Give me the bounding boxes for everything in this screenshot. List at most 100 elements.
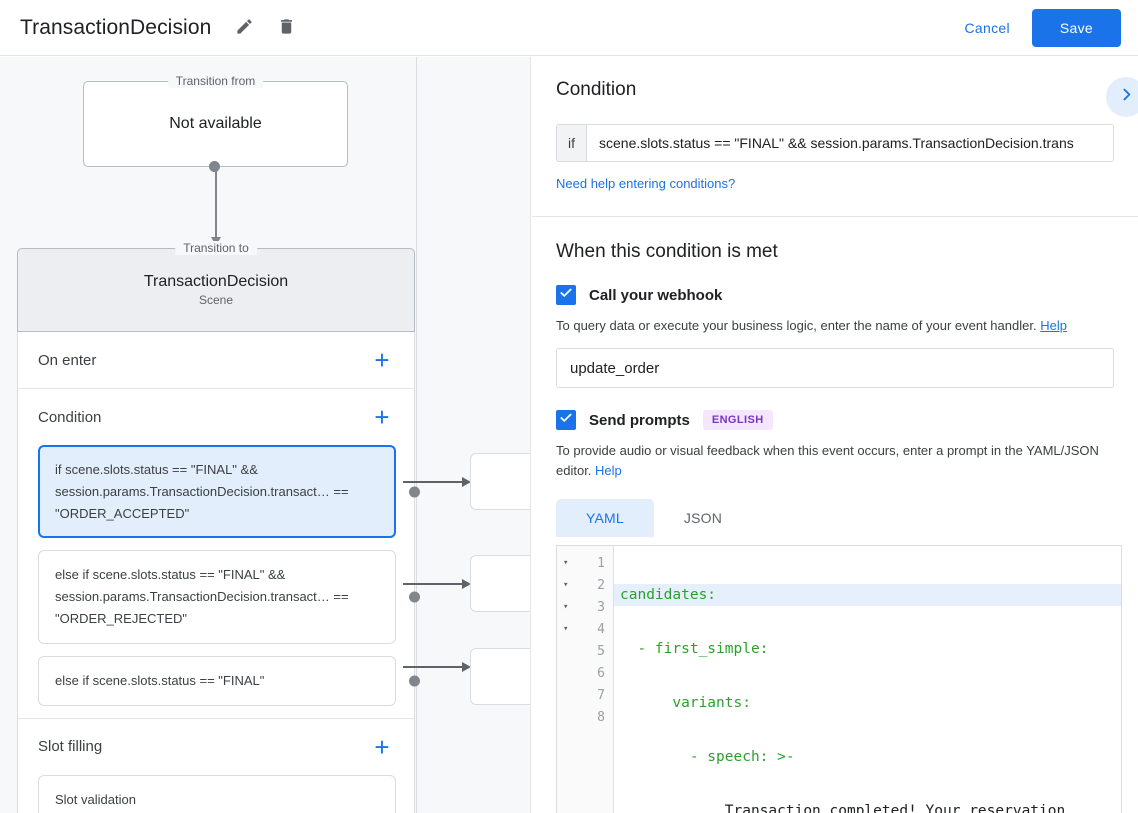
add-slot-filling-button[interactable]: + <box>374 731 390 762</box>
transition-source-dot <box>209 161 220 172</box>
when-condition-met-section: When this condition is met Call your web… <box>532 217 1138 813</box>
gutter-line: 8 <box>557 706 613 728</box>
fold-arrow-icon[interactable]: ▾ <box>563 558 569 569</box>
editor-format-tabs: YAML JSON <box>556 499 1114 538</box>
yaml-editor[interactable]: ▾1 ▾2 ▾3 ▾4 5 6 7 8 candidates: - first_… <box>556 545 1122 813</box>
condition-node-1[interactable]: if scene.slots.status == "FINAL" && sess… <box>38 445 420 539</box>
language-badge: ENGLISH <box>702 410 773 431</box>
need-help-link[interactable]: Need help entering conditions? <box>556 176 736 191</box>
transition-to-box[interactable]: Transition to TransactionDecision Scene <box>17 241 415 332</box>
section-divider-2 <box>18 717 414 719</box>
fold-arrow-icon[interactable]: ▾ <box>563 580 569 591</box>
save-button[interactable]: Save <box>1031 8 1121 47</box>
graph-column-divider <box>416 57 417 813</box>
webhook-handler-input[interactable] <box>556 348 1114 389</box>
editor-gutter: ▾1 ▾2 ▾3 ▾4 5 6 7 8 <box>557 546 614 813</box>
transition-from-box[interactable]: Transition from Not available <box>83 74 348 167</box>
gutter-line: ▾1 <box>557 552 613 574</box>
section-slot-filling-title: Slot filling <box>38 738 103 756</box>
scene-graph-panel: Transition from Not available Transition… <box>0 57 531 813</box>
transition-arrow-line <box>215 169 217 241</box>
call-webhook-checkbox[interactable] <box>556 285 576 305</box>
send-prompts-row: Send prompts ENGLISH <box>556 410 1114 431</box>
topbar-actions: Cancel Save <box>950 8 1121 47</box>
when-condition-met-heading: When this condition is met <box>556 241 778 262</box>
gutter-line: 5 <box>557 640 613 662</box>
fold-arrow-icon[interactable]: ▾ <box>563 602 569 613</box>
code-line: candidates: <box>614 584 1121 607</box>
line-number: 3 <box>597 599 605 615</box>
top-bar: TransactionDecision Cancel Save <box>0 0 1138 56</box>
line-number: 7 <box>597 687 605 703</box>
connector-line-1 <box>403 481 465 483</box>
transition-from-title: Not available <box>169 115 262 132</box>
target-node-3[interactable] <box>470 648 530 705</box>
call-webhook-row: Call your webhook <box>556 285 1114 305</box>
transition-to-subtitle: Scene <box>198 293 234 307</box>
prompts-helper-body: To provide audio or visual feedback when… <box>556 443 1099 479</box>
condition-node-3[interactable]: else if scene.slots.status == "FINAL" <box>38 655 420 706</box>
connector-line-3 <box>403 666 465 668</box>
add-condition-button[interactable]: + <box>374 402 390 432</box>
line-number: 5 <box>597 643 605 659</box>
detail-panel: Condition if Need help entering conditio… <box>532 57 1138 813</box>
page-title: TransactionDecision <box>20 15 212 39</box>
tab-yaml[interactable]: YAML <box>556 499 654 538</box>
send-prompts-label: Send prompts <box>589 411 690 429</box>
webhook-help-link[interactable]: Help <box>1040 318 1067 333</box>
expand-panel-button[interactable] <box>1106 77 1138 117</box>
target-node-1[interactable] <box>470 453 530 510</box>
condition-node-2-port <box>409 591 420 603</box>
condition-node-2-text: else if scene.slots.status == "FINAL" &&… <box>55 567 349 627</box>
gutter-line: ▾3 <box>557 596 613 618</box>
prompts-help-link[interactable]: Help <box>595 463 622 479</box>
transition-from-legend: Transition from <box>167 74 264 88</box>
section-condition: Condition + <box>18 389 414 445</box>
gutter-line: ▾2 <box>557 574 613 596</box>
section-divider <box>18 388 414 389</box>
scene-sections-card: On enter + Condition + if scene.slots.st… <box>17 332 420 813</box>
line-number: 1 <box>597 555 605 571</box>
code-line: Transaction completed! Your reservation <box>620 803 1066 813</box>
line-number: 4 <box>597 621 605 637</box>
code-line: variants: <box>620 695 751 712</box>
code-line: - first_simple: <box>620 641 769 658</box>
transition-to-title: TransactionDecision <box>143 273 289 290</box>
line-number: 8 <box>597 709 605 725</box>
if-label: if <box>557 125 587 161</box>
gutter-line: 7 <box>557 684 613 706</box>
tab-json[interactable]: JSON <box>683 510 723 527</box>
condition-heading: Condition <box>556 79 637 100</box>
edit-name-button[interactable] <box>227 11 261 45</box>
connector-arrow-3 <box>462 662 471 672</box>
transition-to-legend: Transition to <box>175 241 257 255</box>
slot-validation-node[interactable]: Slot validation <box>38 774 396 813</box>
call-webhook-label: Call your webhook <box>589 286 723 304</box>
fold-arrow-icon[interactable]: ▾ <box>563 624 569 635</box>
section-slot-filling: Slot filling + <box>18 719 414 775</box>
slot-validation-text: Slot validation <box>55 791 136 807</box>
condition-node-3-text: else if scene.slots.status == "FINAL" <box>55 672 265 688</box>
chevron-right-icon <box>1118 86 1135 108</box>
editor-code-area[interactable]: candidates: - first_simple: variants: - … <box>614 546 1121 813</box>
webhook-helper-text: To query data or execute your business l… <box>556 316 1114 336</box>
connector-line-2 <box>403 583 465 585</box>
delete-button[interactable] <box>269 11 303 45</box>
trash-icon <box>277 17 296 39</box>
add-on-enter-button[interactable]: + <box>374 345 390 375</box>
check-icon <box>559 286 573 305</box>
target-node-2[interactable] <box>470 555 530 612</box>
condition-input[interactable] <box>587 125 1113 161</box>
connector-arrow-2 <box>462 579 471 589</box>
code-line: - speech: >- <box>620 749 795 766</box>
send-prompts-checkbox[interactable] <box>556 410 576 431</box>
section-on-enter-title: On enter <box>38 351 97 369</box>
webhook-helper-body: To query data or execute your business l… <box>556 318 1037 333</box>
condition-node-2[interactable]: else if scene.slots.status == "FINAL" &&… <box>38 550 420 644</box>
panel-divider <box>532 216 1138 217</box>
gutter-line: ▾4 <box>557 618 613 640</box>
cancel-button[interactable]: Cancel <box>950 11 1023 45</box>
check-icon <box>559 411 573 430</box>
condition-input-row[interactable]: if <box>556 124 1114 162</box>
